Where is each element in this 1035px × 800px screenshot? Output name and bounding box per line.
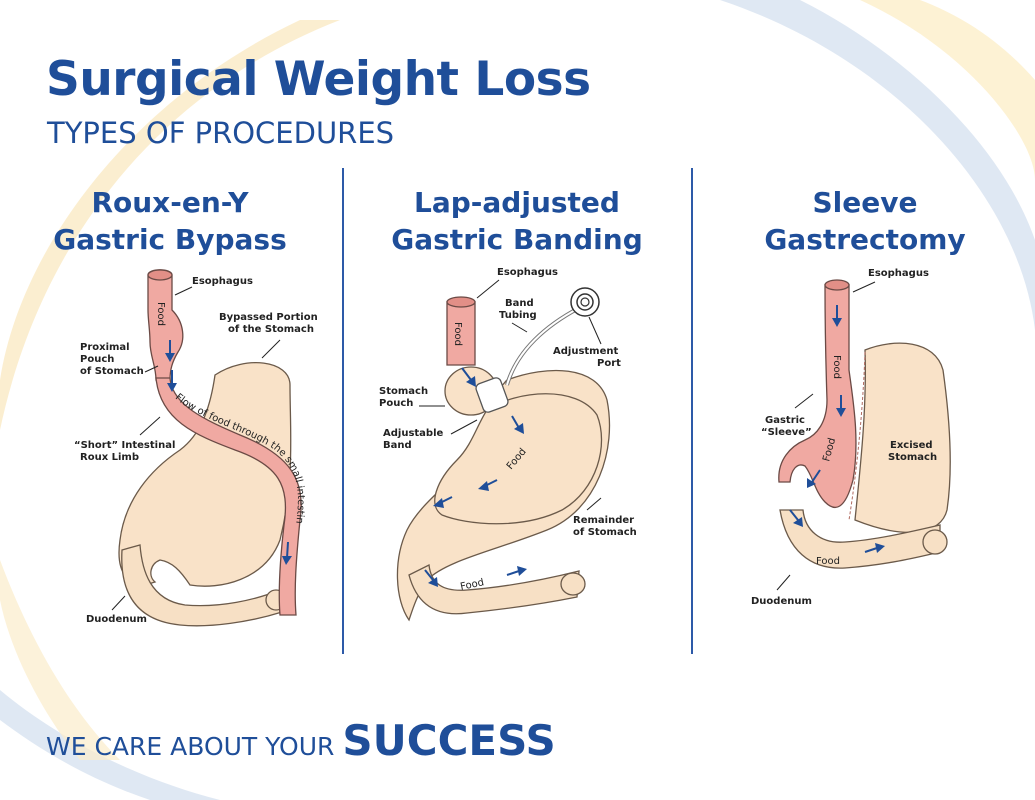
column-divider-1 [342, 168, 344, 654]
adjustable-band [475, 377, 509, 413]
roux-label-1: “Short” Intestinal [74, 440, 175, 451]
bypassed-label-2: of the Stomach [228, 324, 314, 335]
sleeve-label-1: Gastric [765, 415, 805, 426]
column-divider-2 [691, 168, 693, 654]
tubing-label-2: Tubing [499, 310, 537, 321]
pouch-label-2: Pouch [379, 398, 413, 409]
roux-en-y-diagram: Food Flow of food through the small inte… [0, 172, 318, 627]
excised-label-1: Excised [890, 440, 933, 451]
panel-sleeve-gastrectomy: Sleeve Gastrectomy Food Food Food Esopha… [695, 180, 1035, 660]
panel-title-gastric-banding: Lap-adjusted Gastric Banding [391, 186, 643, 256]
adjustment-port [570, 287, 600, 317]
duodenum-label: Duodenum [751, 596, 812, 607]
roux-limb [155, 377, 302, 616]
esophagus-label: Esophagus [497, 267, 558, 278]
food-label-duodenum: Food [816, 556, 840, 567]
gastric-sleeve [778, 284, 857, 508]
page-title: Surgical Weight Loss [46, 52, 591, 107]
port-label-2: Port [597, 358, 621, 369]
pouch-label-1: Proximal [80, 342, 130, 353]
duodenum-end [922, 529, 948, 555]
port-label-1: Adjustment [553, 346, 618, 357]
band-label-2: Band [383, 440, 412, 451]
duodenum-label: Duodenum [86, 614, 147, 625]
footer-prefix: WE CARE ABOUT YOUR [46, 732, 335, 761]
duodenum-end [560, 572, 586, 596]
bypassed-label-1: Bypassed Portion [219, 312, 318, 323]
excised-stomach [854, 342, 951, 533]
gastric-banding-diagram: Food Food Food Esophagus Band Tubing Adj… [379, 267, 637, 622]
tubing-label-1: Band [505, 298, 534, 309]
excised-label-2: Stomach [888, 452, 937, 463]
roux-label-2: Roux Limb [80, 452, 139, 463]
pouch-label-1: Stomach [379, 386, 428, 397]
panel-roux-en-y: Roux-en-Y Gastric Bypass Food Flow of fo… [0, 172, 340, 660]
remainder-label-1: Remainder [573, 515, 634, 526]
esophagus-top [824, 279, 850, 291]
esophagus-top [446, 296, 476, 308]
band-label-1: Adjustable [383, 428, 444, 439]
food-label-esophagus: Food [452, 322, 463, 346]
food-arrow-3 [286, 541, 289, 559]
pouch-label-2: Pouch [80, 354, 114, 365]
food-label-duodenum: Food [459, 577, 485, 593]
esophagus-top [147, 269, 173, 281]
duodenum [408, 564, 580, 615]
remainder-label-2: of Stomach [573, 527, 637, 538]
panel-title-sleeve-gastrectomy: Sleeve Gastrectomy [764, 186, 966, 256]
food-label-text: Food [155, 302, 166, 326]
esophagus-label: Esophagus [192, 276, 253, 287]
page-subtitle: TYPES OF PROCEDURES [47, 116, 395, 150]
bypassed-stomach [118, 362, 292, 587]
panel-title-roux-en-y: Roux-en-Y Gastric Bypass [53, 186, 287, 256]
sleeve-label-2: “Sleeve” [761, 427, 812, 438]
panel-gastric-banding: Lap-adjusted Gastric Banding Food Food F… [347, 180, 687, 660]
food-label-upper: Food [831, 355, 842, 379]
duodenum [121, 544, 283, 627]
stomach-body [434, 393, 603, 525]
footer-emphasis: SUCCESS [342, 716, 556, 765]
esophagus-label: Esophagus [868, 268, 929, 279]
pouch-label-3: of Stomach [80, 366, 144, 377]
sleeve-gastrectomy-diagram: Food Food Food Esophagus Gastric “Sleeve… [751, 268, 951, 607]
